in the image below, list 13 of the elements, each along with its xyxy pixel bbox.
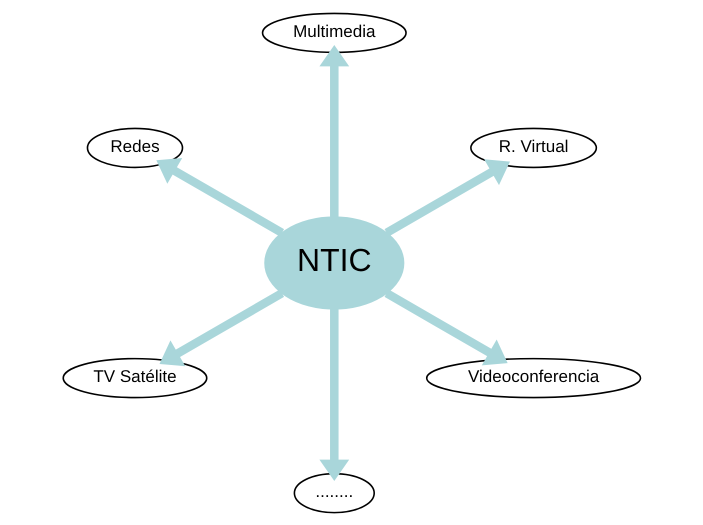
node-ellipse: TV Satélite xyxy=(62,357,208,398)
arrow xyxy=(156,158,284,236)
node-ellipse: Videoconferencia xyxy=(425,357,641,398)
arrow xyxy=(384,289,508,365)
arrow xyxy=(384,158,510,236)
node-ellipse: NTIC xyxy=(264,216,404,310)
arrow xyxy=(158,289,284,366)
node-ellipse: R. Virtual xyxy=(470,127,597,168)
node-ellipse: Multimedia xyxy=(261,12,406,53)
node-ellipse: Redes xyxy=(86,127,183,168)
node-ellipse: ........ xyxy=(293,472,374,513)
arrow xyxy=(318,308,349,480)
arrow xyxy=(318,44,349,216)
